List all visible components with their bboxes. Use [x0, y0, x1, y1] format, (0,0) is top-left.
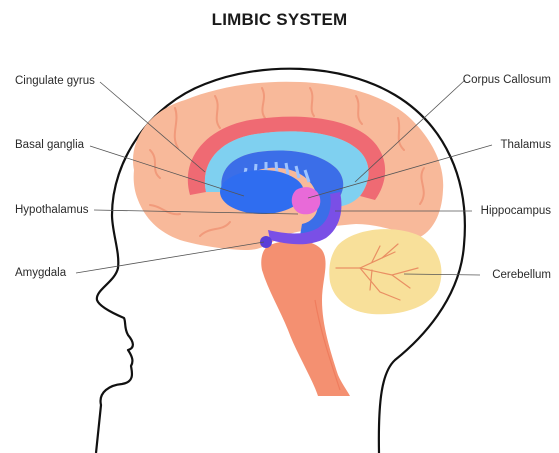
- label-hippocampus: Hippocampus: [481, 204, 551, 218]
- cerebellum: [329, 229, 441, 314]
- label-amygdala: Amygdala: [15, 266, 66, 280]
- label-hypothalamus: Hypothalamus: [15, 203, 89, 217]
- label-cingulate-gyrus: Cingulate gyrus: [15, 74, 95, 88]
- hypothalamus-shape: [292, 187, 321, 214]
- label-basal-ganglia: Basal ganglia: [15, 138, 84, 152]
- label-cerebellum: Cerebellum: [492, 268, 551, 282]
- label-corpus-callosum: Corpus Callosum: [463, 73, 551, 87]
- label-thalamus: Thalamus: [501, 138, 552, 152]
